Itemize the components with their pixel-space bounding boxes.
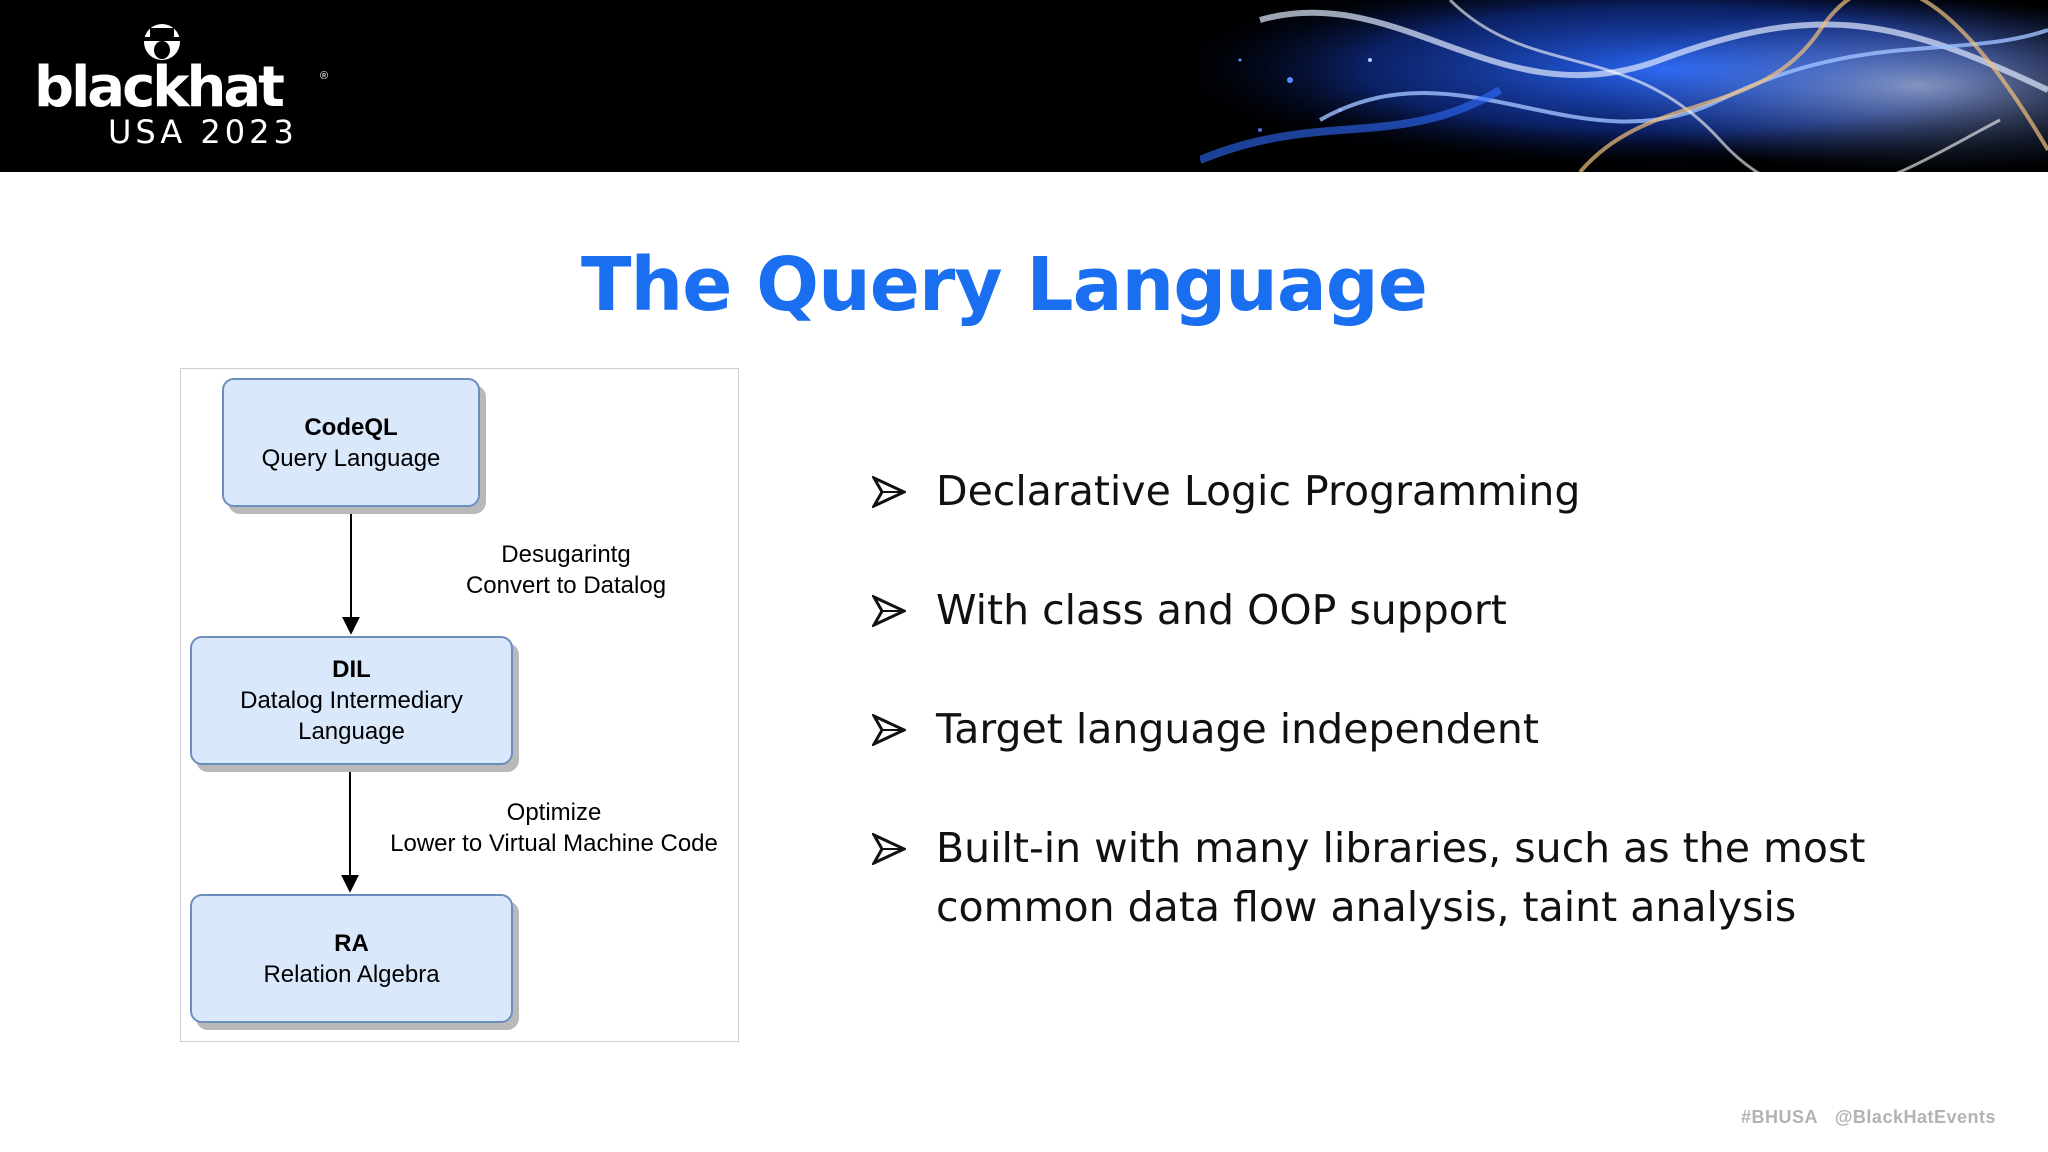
bullet-item: Declarative Logic Programming (872, 462, 1992, 521)
bullet-item: Built-in with many libraries, such as th… (872, 819, 1992, 937)
node-codeql: CodeQL Query Language (222, 378, 480, 507)
arrowhead-bullet-icon (872, 595, 906, 627)
blackhat-logo: blackhat ® USA 2023 (34, 22, 344, 152)
node-codeql-label: Query Language (261, 444, 441, 472)
edge-label-desugaring: Desugarintg Convert to Datalog (401, 539, 731, 601)
arrowhead-bullet-icon (872, 714, 906, 746)
bullet-text: With class and OOP support (936, 586, 1507, 634)
node-dil-title: DIL (332, 656, 371, 683)
query-pipeline-diagram: CodeQL Query Language Desugarintg Conver… (180, 368, 739, 1042)
edge-label-line: Optimize (506, 799, 602, 826)
logo-event-subtitle: USA 2023 (108, 113, 298, 151)
abstract-smoke-artwork (1200, 0, 2048, 172)
header-banner: blackhat ® USA 2023 (0, 0, 2048, 172)
node-ra: RA Relation Algebra (190, 894, 513, 1023)
bullet-item: Target language independent (872, 700, 1992, 759)
logo-wordmark: blackhat (34, 55, 285, 120)
slide-title: The Query Language (0, 248, 2048, 322)
edge-label-line: Desugarintg (501, 541, 631, 568)
node-dil-label: Language (298, 718, 405, 745)
logo-registered-mark: ® (320, 70, 329, 82)
diagram-connectors (341, 508, 360, 893)
footer-hashtag: #BHUSA (1741, 1107, 1818, 1127)
edge-label-line: Lower to Virtual Machine Code (390, 830, 718, 857)
node-ra-label: Relation Algebra (263, 960, 440, 988)
bullet-text: Built-in with many libraries, such as th… (936, 824, 1866, 931)
bullet-list: Declarative Logic Programming With class… (872, 462, 1992, 997)
footer-social: #BHUSA @BlackHatEvents (1741, 1107, 1996, 1128)
hat-silhouette-icon (144, 24, 180, 70)
node-ra-title: RA (334, 929, 369, 957)
footer-handle: @BlackHatEvents (1834, 1107, 1996, 1127)
bullet-item: With class and OOP support (872, 581, 1992, 640)
bullet-text: Declarative Logic Programming (936, 467, 1581, 515)
edge-label-line: Convert to Datalog (465, 572, 667, 599)
edge-label-optimize: Optimize Lower to Virtual Machine Code (371, 797, 737, 859)
arrowhead-bullet-icon (872, 476, 906, 508)
bullet-text: Target language independent (936, 705, 1539, 753)
arrowhead-bullet-icon (872, 833, 906, 865)
node-dil-label: Datalog Intermediary (240, 687, 463, 714)
slide-title-text: The Query Language (581, 242, 1428, 328)
node-codeql-title: CodeQL (304, 413, 398, 441)
node-dil: DIL Datalog Intermediary Language (190, 636, 513, 765)
